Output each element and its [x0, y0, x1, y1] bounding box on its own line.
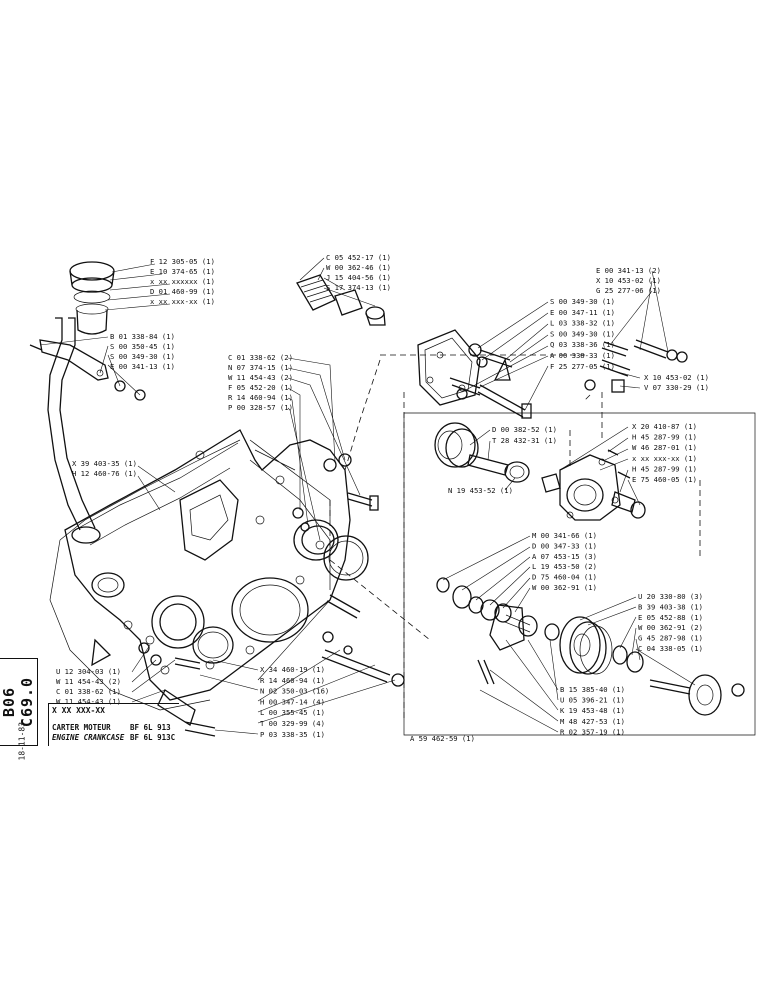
callout-housing-top-5: P 00 328-57 (1) [228, 403, 293, 412]
part-name-english: ENGINE CRANKCASE [52, 733, 125, 742]
callout-cover-plate-6: F 25 277-05 (1) [550, 362, 615, 371]
callout-housing-top-4: R 14 460-94 (1) [228, 393, 293, 402]
callout-studs-2-0: X 10 453-02 (1) [644, 373, 709, 382]
callout-cover-plate-1: E 00 347-11 (1) [550, 308, 615, 317]
callout-plunger-2: J 15 404-56 (1) [326, 273, 391, 282]
callout-crankcase-bottom-2: N 02 350-03 (16) [260, 687, 329, 696]
studs [584, 339, 688, 393]
callout-hub-5: C 04 338-05 (1) [638, 644, 703, 653]
callout-filler-cap-1: E 10 374-65 (1) [150, 267, 215, 276]
assembly-reference: A 59 462-59 (1) [410, 734, 475, 743]
callout-plunger-3: S 17 374-13 (1) [326, 283, 391, 292]
callout-crankcase-bottom-6: P 03 338-35 (1) [260, 730, 325, 739]
callout-hub-1: B 39 403-38 (1) [638, 602, 703, 611]
callout-cover-plate-0: S 00 349-30 (1) [550, 297, 615, 306]
callout-cover-plate-4: Q 03 338-36 (1) [550, 340, 615, 349]
callout-filler-cap-3: D 01 460-99 (1) [150, 287, 215, 296]
model-2: BF 6L 913C [130, 733, 176, 742]
callout-pump-housing-0: X 20 410-87 (1) [632, 422, 697, 431]
cover-plate [417, 329, 532, 419]
callout-crankcase-left-0: U 12 304-03 (1) [56, 667, 121, 676]
callout-pump-parts-1: D 00 347-33 (1) [532, 541, 597, 550]
callout-pulley-shaft-0: D 00 382-52 (1) [492, 425, 557, 434]
callout-labels: F 12 305-05 (1)E 10 374-65 (1)x xx xxxxx… [56, 253, 709, 739]
callout-housing-top-1: N 07 374-15 (1) [228, 363, 293, 372]
callout-hub-3: W 00 362-91 (2) [638, 623, 703, 632]
callout-tube-1: H 12 460-76 (1) [72, 469, 137, 478]
callout-filler-bracket-2: S 00 349-30 (1) [110, 352, 175, 361]
callout-studs-1: X 10 453-02 (1) [596, 276, 661, 285]
pump-internal-parts [436, 577, 560, 685]
callout-crankcase-left-3: W 11 454-43 (1) [56, 697, 121, 706]
filler-tube [29, 317, 146, 544]
callout-cover-plate-3: S 00 349-30 (1) [550, 329, 615, 338]
callout-pump-parts-3: L 19 453-50 (2) [532, 562, 597, 571]
callout-pump-parts-2: A 07 453-15 (3) [532, 552, 597, 561]
plunger-assembly [296, 274, 386, 326]
callout-housing-top-2: W 11 454-43 (2) [228, 373, 293, 382]
callout-hub-0: U 20 330-80 (3) [638, 592, 703, 601]
callout-cover-plate-2: L 03 338-32 (1) [550, 319, 615, 328]
callout-shaft-seal-0: N 19 453-52 (1) [448, 486, 513, 495]
housing-top-fasteners [292, 453, 405, 687]
callout-crankcase-bottom-3: H 00 347-14 (4) [260, 697, 325, 706]
callout-filler-bracket-0: B 01 338-84 (1) [110, 332, 175, 341]
callout-pump-housing-4: H 45 287-99 (1) [632, 464, 697, 473]
callout-pulley-bottom-1: U 05 396-21 (1) [560, 696, 625, 705]
callout-crankcase-left-1: W 11 454-43 (2) [56, 677, 121, 686]
callout-filler-bracket-3: E 00 341-13 (1) [110, 362, 175, 371]
callout-crankcase-bottom-5: T 00 329-99 (4) [260, 719, 325, 728]
part-name-french: CARTER MOTEUR [52, 723, 111, 732]
callout-pump-housing-1: H 45 287-99 (1) [632, 433, 697, 442]
parts-artwork [29, 261, 756, 737]
callout-pulley-bottom-3: M 48 427-53 (1) [560, 717, 625, 726]
callout-pump-housing-5: E 75 460-05 (1) [632, 475, 697, 484]
callout-hub-2: E 05 452-88 (1) [638, 613, 703, 622]
callout-crankcase-bottom-4: L 00 355-45 (1) [260, 708, 325, 717]
callout-pulley-shaft-1: T 28 432-31 (1) [492, 436, 557, 445]
title-block-frame [48, 703, 179, 746]
callout-studs-2: G 25 277-06 (1) [596, 286, 661, 295]
callout-pump-housing-2: W 46 287-01 (1) [632, 443, 697, 452]
filler-cap-assembly [69, 261, 115, 335]
callout-crankcase-left-2: C 01 338-62 (1) [56, 687, 121, 696]
callout-filler-cap-0: F 12 305-05 (1) [150, 257, 215, 266]
callout-studs-2-1: V 07 330-29 (1) [644, 383, 709, 392]
callout-pulley-bottom-2: K 19 453-48 (1) [560, 706, 625, 715]
model-1: BF 6L 913 [130, 723, 171, 732]
callout-tube-0: X 39 403-35 (1) [72, 459, 137, 468]
callout-plunger-1: W 00 362-46 (1) [326, 263, 391, 272]
callout-pump-housing-3: x xx xxx-xx (1) [632, 454, 697, 463]
callout-filler-bracket-1: S 00 350-45 (1) [110, 342, 175, 351]
callout-filler-cap-2: x xx xxxxxx (1) [150, 277, 215, 286]
callout-crankcase-bottom-1: R 14 460-94 (1) [260, 676, 325, 685]
pump-housing [541, 449, 646, 521]
callout-pump-parts-4: D 75 460-04 (1) [532, 573, 597, 582]
callout-pump-parts-5: W 00 362-91 (1) [532, 583, 597, 592]
callout-cover-plate-5: A 00 338-33 (1) [550, 351, 615, 360]
callout-housing-top-0: C 01 338-62 (2) [228, 353, 293, 362]
bottom-pulley [559, 616, 745, 716]
callout-housing-top-3: F 05 452-20 (1) [228, 383, 293, 392]
callout-filler-cap-4: x xx xxx-xx (1) [150, 297, 215, 306]
serial-number: X XX XXX-XX [52, 706, 105, 715]
callout-pulley-bottom-0: B 15 385-40 (1) [560, 685, 625, 694]
reference-lines [329, 354, 701, 720]
callout-pulley-bottom-4: R 02 357-19 (1) [560, 727, 625, 736]
callout-pump-parts-0: M 00 341-66 (1) [532, 531, 597, 540]
leader-lines [39, 257, 696, 735]
callout-crankcase-bottom-0: X 34 460-19 (1) [260, 665, 325, 674]
pump-frame [403, 412, 756, 736]
callout-plunger-0: C 05 452-17 (1) [326, 253, 391, 262]
pump-pulley [434, 422, 530, 483]
callout-studs-0: E 00 341-13 (2) [596, 266, 661, 275]
date: 18-11-83 [17, 721, 27, 761]
callout-hub-4: G 45 287-98 (1) [638, 634, 703, 643]
